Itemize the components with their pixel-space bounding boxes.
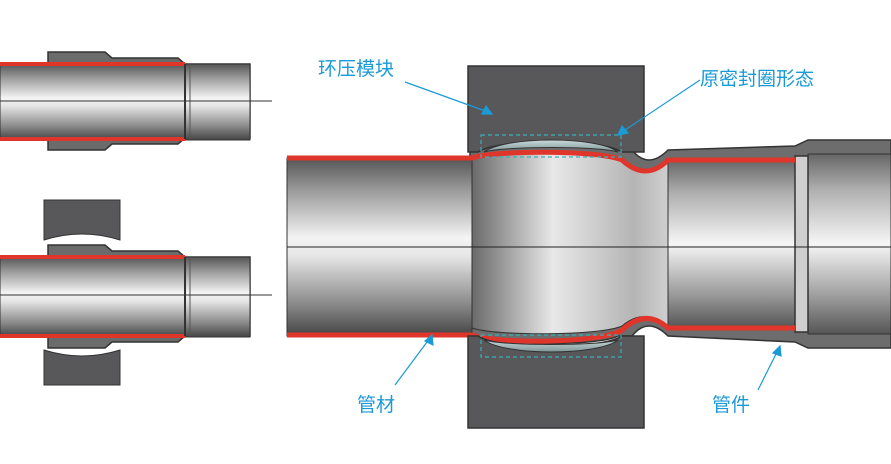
seal-label: 原密封圈形态: [700, 68, 815, 90]
lower-seal-ring: [483, 339, 619, 353]
left-bottom-pipe-body: [0, 256, 251, 338]
callout-arrows: [394, 79, 782, 391]
left-top-assembly: [0, 51, 272, 151]
left-bottom-upper-die: [43, 199, 121, 241]
main-fitting-right-body: [667, 159, 796, 329]
upper-seal-ring: [483, 139, 619, 153]
main-fitting-step: [794, 155, 809, 333]
pipe-callout-line: [394, 337, 431, 386]
left-top-pipe-body: [0, 63, 251, 141]
fitting-callout-arrowhead: [771, 344, 782, 357]
main-fitting-end-body: [807, 153, 891, 335]
die-callout-line: [404, 81, 489, 113]
fitting-callout-line: [757, 349, 779, 391]
lower-seal-outline: [480, 334, 622, 358]
pipe-callout-arrowhead: [423, 333, 434, 347]
die-label: 环压模块: [318, 58, 395, 80]
upper-seal-outline: [480, 134, 622, 158]
left-bottom-lower-die: [43, 349, 121, 386]
fitting-label: 管件: [712, 394, 751, 416]
seal-callout-line: [621, 79, 701, 133]
pipe-label: 管材: [357, 394, 396, 416]
upper-press-die: [467, 65, 645, 153]
main-pipe-wall-bottom: [287, 316, 795, 344]
main-pressed-joint: [286, 65, 891, 429]
seal-callout-arrowhead: [616, 124, 630, 136]
die-callout-arrowhead: [481, 104, 494, 115]
left-bottom-assembly: [0, 199, 272, 386]
